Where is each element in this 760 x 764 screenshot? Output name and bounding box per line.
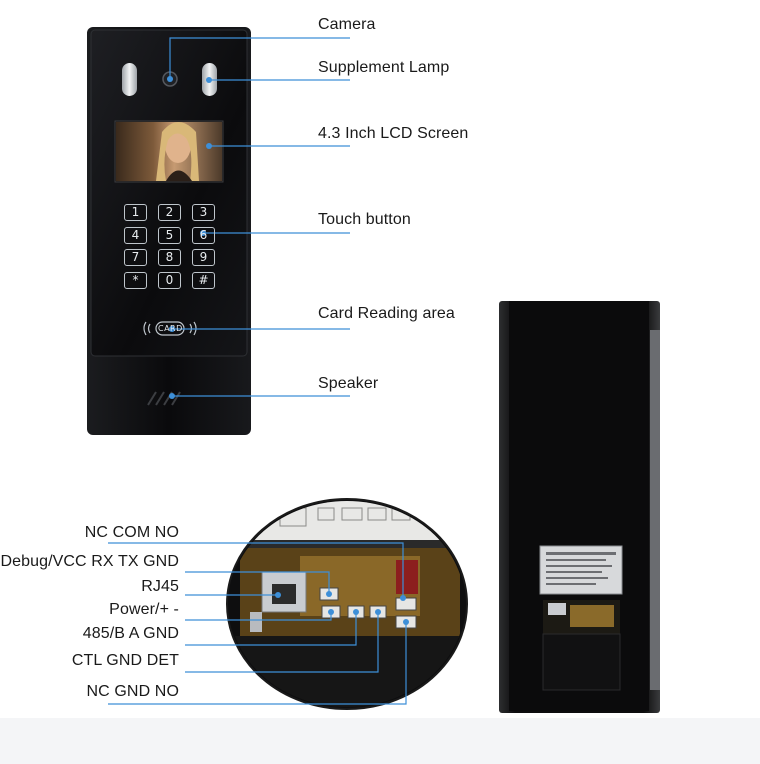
bottom-band	[0, 718, 760, 764]
label-touch-button: Touch button	[318, 211, 411, 228]
port-zoom-oval	[226, 498, 468, 710]
front-panel	[87, 27, 251, 435]
card-reader-text: CARD	[158, 324, 183, 333]
label-power: Power/+ -	[109, 601, 179, 618]
key-8: 8	[158, 249, 181, 266]
label-camera: Camera	[318, 16, 376, 33]
label-supplement-lamp: Supplement Lamp	[318, 59, 450, 76]
label-ctl-gnd-det: CTL GND DET	[71, 652, 179, 669]
key-5: 5	[158, 227, 181, 244]
key-3: 3	[192, 204, 215, 221]
label-nc-com-no: NC COM NO	[84, 524, 179, 541]
key-1: 1	[124, 204, 147, 221]
label-card-reading-area: Card Reading area	[318, 305, 455, 322]
label-lcd-screen: 4.3 Inch LCD Screen	[318, 125, 469, 142]
label-speaker: Speaker	[318, 375, 379, 392]
key-7: 7	[124, 249, 147, 266]
key-hash: #	[192, 272, 215, 289]
label-nc-gnd-no: NC GND NO	[86, 683, 179, 700]
label-debug-vcc: Debug/VCC RX TX GND	[0, 553, 179, 570]
key-2: 2	[158, 204, 181, 221]
key-4: 4	[124, 227, 147, 244]
label-rj45: RJ45	[141, 578, 179, 595]
key-star: *	[124, 272, 147, 289]
key-0: 0	[158, 272, 181, 289]
label-rs485: 485/B A GND	[82, 625, 179, 642]
key-6: 6	[192, 227, 215, 244]
pointer-lines	[108, 37, 407, 705]
pointer-dots	[167, 76, 409, 625]
key-9: 9	[192, 249, 215, 266]
back-panel	[499, 301, 660, 713]
supplement-lamp-left	[122, 63, 137, 96]
relay-connector-1	[395, 597, 417, 611]
